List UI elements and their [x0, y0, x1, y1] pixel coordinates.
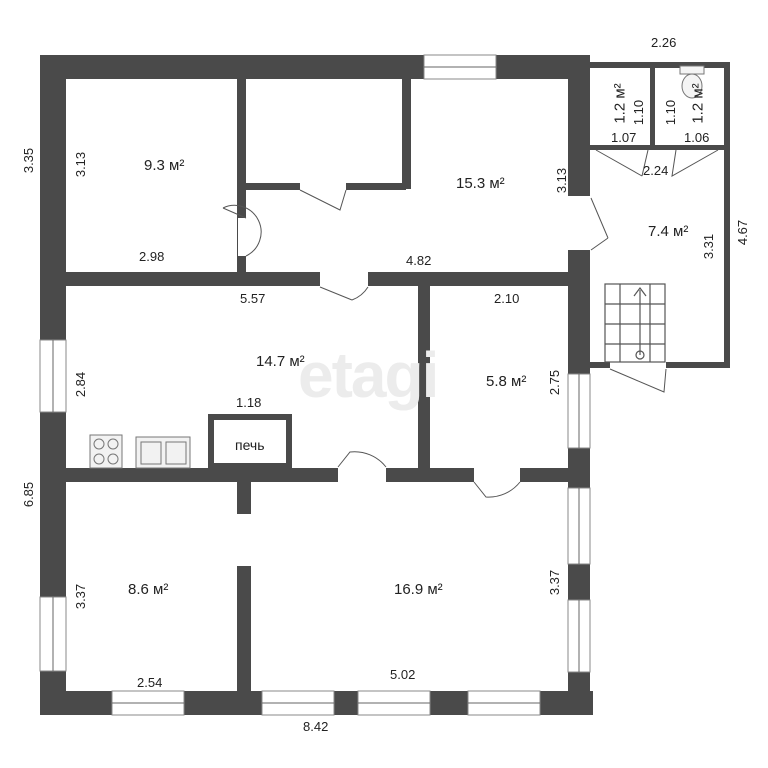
room-area-label: 8.6 м² — [128, 581, 169, 598]
dimension-label: 3.31 — [701, 233, 717, 260]
kitchen-fixtures — [89, 434, 191, 469]
dimension-label: 1.10 — [663, 99, 679, 126]
dimension-label: 2.75 — [547, 369, 563, 396]
dimension-label: 8.42 — [303, 719, 329, 734]
dimension-label: 2.24 — [643, 163, 669, 178]
room-area-label: 15.3 м² — [456, 175, 505, 192]
dimension-label: 3.13 — [554, 167, 570, 194]
watermark: etagi — [298, 339, 439, 411]
room-area-label: 1.2 м² — [611, 83, 629, 124]
dimension-label: 1.10 — [631, 99, 647, 126]
dimension-label: 5.02 — [390, 667, 416, 682]
room-area-label: 5.8 м² — [486, 373, 527, 390]
dimension-label: 5.57 — [240, 291, 266, 306]
stove-label: печь — [235, 437, 265, 453]
dimension-label: 4.67 — [735, 219, 751, 246]
doors — [222, 149, 719, 498]
room-area-label: 16.9 м² — [394, 581, 443, 598]
window-lines — [52, 66, 580, 704]
dimension-label: 2.10 — [494, 291, 520, 306]
dimension-label: 1.07 — [611, 130, 637, 145]
dimension-label: 3.13 — [73, 151, 89, 178]
toilet-icon — [679, 65, 705, 99]
openings — [214, 182, 666, 566]
dimension-label: 1.06 — [684, 130, 710, 145]
dimension-label: 2.84 — [73, 371, 89, 398]
dimension-label: 3.37 — [73, 583, 89, 610]
room-area-label: 9.3 м² — [144, 157, 185, 174]
dimension-label: 4.82 — [406, 253, 432, 268]
dimension-label: 1.18 — [236, 395, 262, 410]
room-area-label: 7.4 м² — [648, 223, 689, 240]
stairs — [604, 283, 666, 363]
dimension-label: 3.35 — [21, 147, 37, 174]
room-area-label: 14.7 м² — [256, 353, 305, 370]
dimension-label: 2.26 — [651, 35, 677, 50]
room-area-label: 1.2 м² — [689, 83, 707, 124]
dimension-label: 2.54 — [137, 675, 163, 690]
dimension-label: 6.85 — [21, 481, 37, 508]
dimension-label: 3.37 — [547, 569, 563, 596]
dimension-label: 2.98 — [139, 249, 165, 264]
